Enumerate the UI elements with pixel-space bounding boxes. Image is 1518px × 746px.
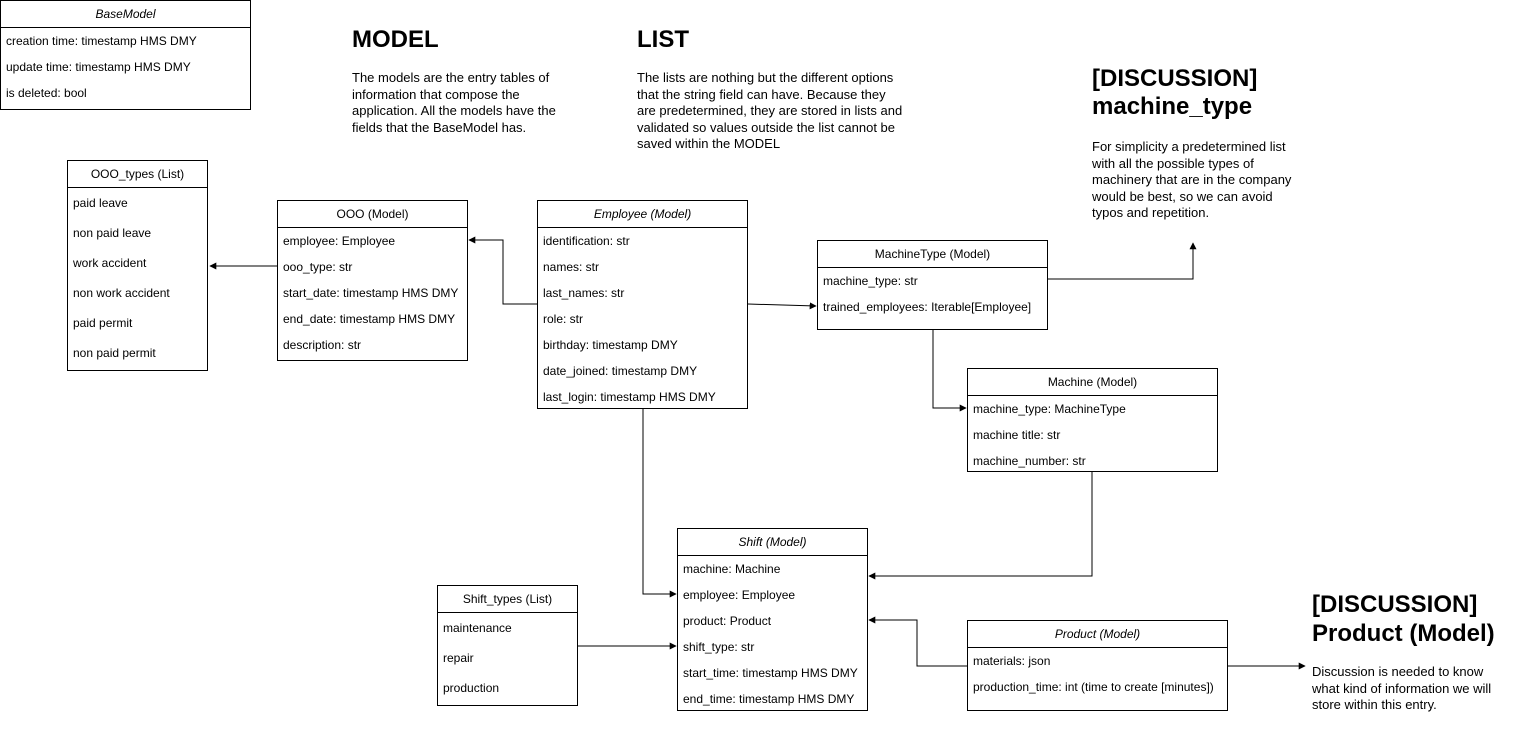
ooo-field: description: str xyxy=(283,338,362,352)
shift-types-box[interactable]: Shift_types (List) maintenance repair pr… xyxy=(437,585,578,706)
employee-field: names: str xyxy=(543,260,600,274)
discussion-product-title-line1: [DISCUSSION] xyxy=(1312,591,1478,618)
ooo-types-box[interactable]: OOO_types (List) paid leave non paid lea… xyxy=(67,160,208,371)
basemodel-title: BaseModel xyxy=(1,1,250,28)
list-item: production xyxy=(443,681,500,695)
machine-field: machine title: str xyxy=(973,428,1061,442)
model-note-body: The models are the entry tables of infor… xyxy=(352,70,556,135)
employee-model-title: Employee (Model) xyxy=(538,201,747,228)
employee-field: birthday: timestamp DMY xyxy=(543,338,678,352)
edge-machine-to-shift xyxy=(868,472,1093,580)
employee-field: last_names: str xyxy=(543,286,625,300)
list-item: maintenance xyxy=(443,621,512,635)
machine-field: machine_type: MachineType xyxy=(973,402,1126,416)
employee-field: role: str xyxy=(543,312,584,326)
shift-field: machine: Machine xyxy=(683,562,781,576)
list-item: work accident xyxy=(73,256,147,270)
list-item: paid permit xyxy=(73,316,133,330)
shift-field: employee: Employee xyxy=(683,588,796,602)
basemodel-field: creation time: timestamp HMS DMY xyxy=(6,34,197,48)
basemodel-field: is deleted: bool xyxy=(6,86,87,100)
employee-field: date_joined: timestamp DMY xyxy=(543,364,698,378)
shift-types-title: Shift_types (List) xyxy=(438,586,577,613)
edge-product-to-shift xyxy=(868,616,967,667)
edge-employee-to-shift xyxy=(642,408,677,598)
employee-field: identification: str xyxy=(543,234,630,248)
ooo-model-title: OOO (Model) xyxy=(278,201,467,228)
list-item: non paid permit xyxy=(73,346,156,360)
shift-model-box[interactable]: Shift (Model) machine: Machine employee:… xyxy=(677,528,868,711)
machine-model-title: Machine (Model) xyxy=(968,369,1217,396)
ooo-field: ooo_type: str xyxy=(283,260,353,274)
product-field: materials: json xyxy=(973,654,1051,668)
machine-model-box[interactable]: Machine (Model) machine_type: MachineTyp… xyxy=(967,368,1218,472)
product-field: production_time: int (time to create [mi… xyxy=(973,680,1214,694)
machinetype-model-title: MachineType (Model) xyxy=(818,241,1047,268)
basemodel-box[interactable]: BaseModel creation time: timestamp HMS D… xyxy=(0,0,251,110)
list-note-title: LIST xyxy=(637,26,689,53)
discussion-machine-type-title-line2: machine_type xyxy=(1092,93,1253,120)
discussion-product-body: Discussion is needed to know what kind o… xyxy=(1312,664,1492,712)
shift-field: product: Product xyxy=(683,614,772,628)
edge-employee-to-ooo xyxy=(468,236,538,305)
shift-field: end_time: timestamp HMS DMY xyxy=(683,692,855,706)
discussion-machine-type-body: For simplicity a predetermined list with… xyxy=(1092,139,1292,220)
discussion-machine-type-title-line1: [DISCUSSION] xyxy=(1092,65,1258,92)
ooo-field: start_date: timestamp HMS DMY xyxy=(283,286,459,300)
ooo-model-box[interactable]: OOO (Model) employee: Employee ooo_type:… xyxy=(277,200,468,361)
machine-field: machine_number: str xyxy=(973,454,1086,468)
shift-field: start_time: timestamp HMS DMY xyxy=(683,666,858,680)
list-item: non work accident xyxy=(73,286,170,300)
shift-model-title: Shift (Model) xyxy=(678,529,867,556)
ooo-field: employee: Employee xyxy=(283,234,396,248)
ooo-field: end_date: timestamp HMS DMY xyxy=(283,312,456,326)
product-model-title: Product (Model) xyxy=(968,621,1227,648)
list-item: paid leave xyxy=(73,196,128,210)
machinetype-field: machine_type: str xyxy=(823,274,918,288)
list-item: repair xyxy=(443,651,474,665)
employee-model-box[interactable]: Employee (Model) identification: str nam… xyxy=(537,200,748,409)
model-note-title: MODEL xyxy=(352,26,439,53)
basemodel-field: update time: timestamp HMS DMY xyxy=(6,60,191,74)
product-model-box[interactable]: Product (Model) materials: json producti… xyxy=(967,620,1228,711)
machinetype-field: trained_employees: Iterable[Employee] xyxy=(823,300,1032,314)
list-item: non paid leave xyxy=(73,226,152,240)
edge-machinetype-to-machine xyxy=(932,330,967,412)
shift-field: shift_type: str xyxy=(683,640,755,654)
ooo-types-title: OOO_types (List) xyxy=(68,161,207,188)
edge-machinetype-to-discussion xyxy=(1048,242,1197,280)
list-note-body: The lists are nothing but the different … xyxy=(637,70,903,151)
employee-field: last_login: timestamp HMS DMY xyxy=(543,390,716,404)
edge-employee-to-machinetype xyxy=(747,302,817,310)
discussion-product-title-line2: Product (Model) xyxy=(1312,620,1495,647)
machinetype-model-box[interactable]: MachineType (Model) machine_type: str tr… xyxy=(817,240,1048,330)
